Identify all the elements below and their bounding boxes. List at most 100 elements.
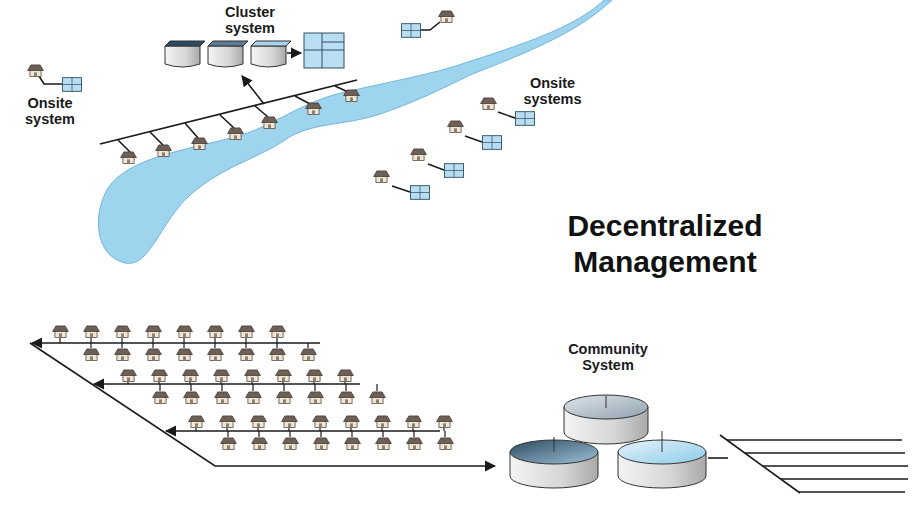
house-icon <box>177 326 193 338</box>
house-icon <box>245 370 261 382</box>
house-icon <box>262 117 278 129</box>
cluster-sewer <box>100 76 357 152</box>
service-pipe <box>314 384 315 391</box>
house-icon <box>208 349 224 361</box>
house-icon <box>375 416 391 428</box>
service-pipe <box>252 384 253 391</box>
service-pipe <box>226 428 227 431</box>
house-icon <box>215 392 231 404</box>
house-icon <box>146 326 162 338</box>
onsite-pipes <box>39 22 515 192</box>
house-icon <box>439 11 455 23</box>
drainfield-icon <box>410 186 429 200</box>
house-icon <box>276 370 292 382</box>
service-pipe <box>59 338 60 343</box>
diagram-title: Decentralized Management <box>540 208 790 280</box>
house-icon <box>192 138 208 150</box>
community-tanks <box>510 395 706 488</box>
house-icon <box>189 416 205 428</box>
house-icon <box>220 416 236 428</box>
house-icon <box>308 392 324 404</box>
house-icon <box>115 349 131 361</box>
house-icon <box>376 438 392 450</box>
service-pipe <box>307 343 308 348</box>
house-icon <box>84 326 100 338</box>
house-icon <box>270 349 286 361</box>
house-icon <box>121 370 137 382</box>
service-pipe <box>183 338 184 343</box>
service-pipe <box>121 338 122 343</box>
house-icon <box>152 370 168 382</box>
house-icon <box>481 98 497 110</box>
house-icon <box>270 326 286 338</box>
house-icon <box>301 349 317 361</box>
service-pipe <box>289 431 290 437</box>
service-pipe <box>257 428 258 431</box>
house-icon <box>177 349 193 361</box>
house-icon <box>313 416 329 428</box>
house-icon <box>121 152 137 164</box>
service-pipe <box>351 431 352 437</box>
house-icon <box>344 416 360 428</box>
house-icon <box>184 392 200 404</box>
service-pipe <box>319 428 320 431</box>
drainfield-icon <box>62 78 81 92</box>
house-icon <box>411 149 427 161</box>
label: Onsite system <box>5 96 95 128</box>
service-pipe <box>313 382 314 384</box>
house-icon <box>277 392 293 404</box>
house-icon <box>214 370 230 382</box>
house-icon <box>156 145 172 157</box>
drainfield-icon <box>444 164 463 178</box>
service-pipe <box>90 338 91 343</box>
house-icon <box>338 370 354 382</box>
house-icon <box>239 326 255 338</box>
house-icon <box>283 438 299 450</box>
service-pipe <box>195 428 196 431</box>
house-icon <box>228 128 244 140</box>
house-icon <box>246 392 262 404</box>
community-sewer <box>30 343 495 466</box>
service-pipe <box>381 428 382 431</box>
service-pipe <box>376 384 377 391</box>
drainfield-icon <box>515 112 534 126</box>
service-pipe <box>189 382 190 384</box>
service-pipe <box>443 428 444 431</box>
house-icon <box>345 438 361 450</box>
service-pipe <box>90 343 91 348</box>
label: Onsite systems <box>505 76 600 108</box>
service-pipe <box>227 431 228 437</box>
house-icon <box>406 416 422 428</box>
service-pipe <box>158 382 159 384</box>
service-pipe <box>152 338 153 343</box>
service-pipe <box>183 343 184 348</box>
service-pipe <box>258 431 259 437</box>
service-pipe <box>159 384 160 391</box>
service-pipe <box>127 382 128 384</box>
service-pipe <box>276 343 277 348</box>
house-icon <box>28 65 44 77</box>
service-pipe <box>412 428 413 431</box>
service-pipe <box>121 343 122 348</box>
house-icon <box>407 438 423 450</box>
house-icon <box>53 326 69 338</box>
house-icon <box>344 90 360 102</box>
houses <box>28 11 535 450</box>
house-icon <box>306 103 322 115</box>
house-icon <box>251 416 267 428</box>
service-pipe <box>220 382 221 384</box>
service-pipe <box>251 382 252 384</box>
house-icon <box>282 416 298 428</box>
service-pipe <box>350 428 351 431</box>
house-icon <box>221 438 237 450</box>
service-pipe <box>214 338 215 343</box>
house-icon <box>339 392 355 404</box>
house-icon <box>374 171 390 183</box>
house-icon <box>448 121 464 133</box>
label: Cluster system <box>205 5 295 37</box>
service-pipe <box>245 343 246 348</box>
drainfield-lines <box>708 435 908 493</box>
house-icon <box>239 349 255 361</box>
